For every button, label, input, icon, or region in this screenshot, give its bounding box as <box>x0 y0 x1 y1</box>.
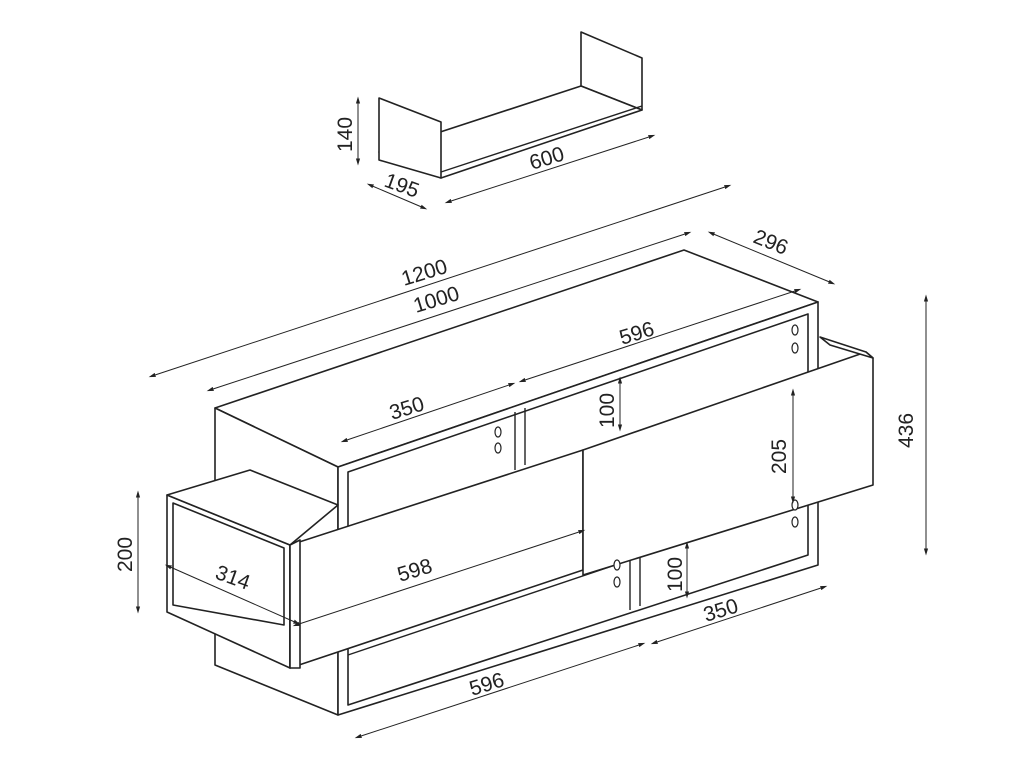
wall-shelf <box>378 31 643 179</box>
total-height-label: 436 <box>895 413 918 448</box>
shelf-depth-label: 195 <box>381 169 422 203</box>
shelf-height-label: 140 <box>334 117 357 152</box>
left-block-height-label: 200 <box>114 537 137 572</box>
cabinet <box>166 249 874 716</box>
body-width-label: 1000 <box>411 282 462 318</box>
upper-gap-label: 100 <box>596 393 619 428</box>
depth-label: 296 <box>750 225 791 259</box>
lower-gap-label: 100 <box>664 557 687 592</box>
dimension-lines <box>135 96 929 739</box>
right-drawer-height-label: 205 <box>768 439 791 474</box>
